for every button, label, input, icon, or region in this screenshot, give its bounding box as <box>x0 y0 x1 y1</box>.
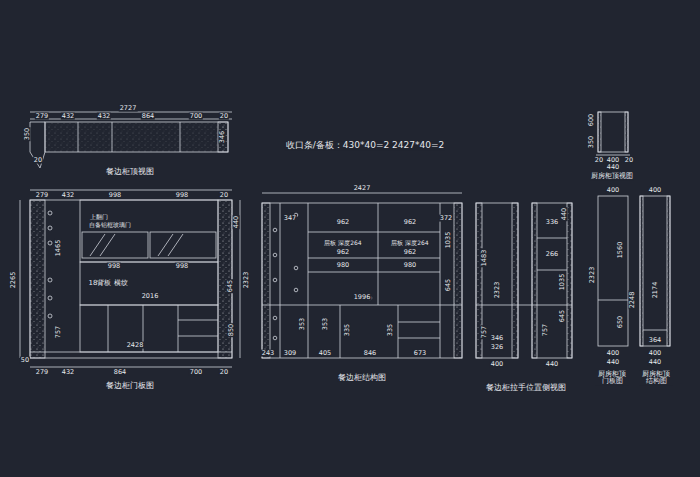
dimension-label: 600 <box>588 113 595 127</box>
dimension-label: 962 <box>403 219 417 226</box>
dimension-label: 864 <box>141 113 155 120</box>
dimension-label: 440 <box>545 361 559 368</box>
dimension-label: 400 <box>606 157 620 164</box>
note-text: 层板 深度264 <box>323 240 362 246</box>
linework <box>20 112 670 367</box>
dimension-label: 998 <box>107 263 121 270</box>
note-text: 18背板 横纹 <box>87 280 128 287</box>
dimension-label: 962 <box>403 249 417 256</box>
dimension-label: 846 <box>363 350 377 357</box>
dimension-label: 400 <box>648 350 662 357</box>
dimension-label: 400 <box>606 350 620 357</box>
dimension-label: 864 <box>113 369 127 376</box>
dimension-label: 2427 <box>353 185 372 192</box>
view-title: 餐边柜结构图 <box>337 374 387 382</box>
dimension-label: 266 <box>545 251 559 258</box>
dimension-label: 962 <box>336 249 350 256</box>
dimension-label: 998 <box>175 192 189 199</box>
dimension-label: 279 <box>35 369 49 376</box>
dimension-label: 20 <box>219 113 229 120</box>
dimension-label: 347 <box>283 215 297 222</box>
note-text: 上翻门 <box>89 214 109 220</box>
dimension-label: 1483 <box>481 249 488 268</box>
dimension-label: 400 <box>490 361 504 368</box>
note-text: 收口条/备板：430*40=2 2427*40=2 <box>285 141 445 150</box>
note-text: 层板 深度264 <box>390 240 429 246</box>
dimension-label: 998 <box>108 192 122 199</box>
dimension-label: 400 <box>648 187 662 194</box>
dimension-label: 335 <box>344 323 351 337</box>
dimension-label: 1996 <box>353 294 372 301</box>
dimension-label: 350 <box>588 135 595 149</box>
dimension-label: 645 <box>227 279 234 293</box>
dimension-label: 279 <box>35 192 49 199</box>
dimension-label: 650 <box>617 315 624 329</box>
dimension-label: 2248 <box>629 291 636 310</box>
dimension-label: 353 <box>299 317 306 331</box>
dimension-label: 20 <box>594 157 604 164</box>
dimension-label: 309 <box>283 350 297 357</box>
dimension-label: 50 <box>20 357 30 364</box>
dimension-label: 673 <box>413 350 427 357</box>
dimension-label: 980 <box>403 262 417 269</box>
dimension-label: 645 <box>559 309 566 323</box>
dimension-label: 350 <box>24 127 31 141</box>
dimension-label: 432 <box>61 192 75 199</box>
dimension-label: 405 <box>318 350 332 357</box>
dimension-label: 440 <box>233 215 240 229</box>
dimension-label: 326 <box>490 344 504 351</box>
dimension-label: 2323 <box>589 266 596 285</box>
view-title: 餐边柜拉手位置侧视图 <box>485 384 567 392</box>
dimension-label: 20 <box>624 157 634 164</box>
dimension-label: 1560 <box>617 241 624 260</box>
dimension-label: 432 <box>61 369 75 376</box>
dimension-label: 757 <box>542 323 549 337</box>
view-title: 厨房柜顶门板图 <box>595 371 629 386</box>
dimension-label: 440 <box>561 207 568 221</box>
dimension-label: 2323 <box>243 271 250 290</box>
dimension-label: 400 <box>606 187 620 194</box>
dimension-label: 346 <box>219 130 226 144</box>
view-title: 厨房柜顶视图 <box>590 173 634 180</box>
dimension-label: 432 <box>97 113 111 120</box>
dimension-label: 243 <box>261 350 275 357</box>
dimension-label: 279 <box>35 113 49 120</box>
dimension-label: 1035 <box>559 273 566 292</box>
dimension-label: 700 <box>189 369 203 376</box>
dimension-label: 335 <box>387 323 394 337</box>
dimension-label: 757 <box>55 325 62 339</box>
dimension-label: 20 <box>33 157 43 164</box>
dimension-label: 346 <box>490 335 504 342</box>
dimension-label: 2323 <box>494 281 501 300</box>
dimension-label: 645 <box>445 278 452 292</box>
dimension-label: 2727 <box>119 105 138 112</box>
dimension-label: 336 <box>545 219 559 226</box>
dimension-label: 353 <box>322 317 329 331</box>
dimension-label: 440 <box>606 359 620 366</box>
view-title: 餐边柜顶视图 <box>105 168 155 176</box>
dimension-label: 980 <box>336 262 350 269</box>
dimension-label: 2174 <box>652 281 659 300</box>
view-title: 厨房柜顶结构图 <box>639 371 673 386</box>
dimension-label: 700 <box>189 113 203 120</box>
dimension-label: 2016 <box>141 293 160 300</box>
dimension-label: 962 <box>336 219 350 226</box>
dimension-label: 2265 <box>10 271 17 290</box>
dimension-label: 432 <box>61 113 75 120</box>
dimension-label: 440 <box>606 164 620 171</box>
dimension-label: 20 <box>219 369 229 376</box>
dimension-label: 372 <box>439 215 453 222</box>
dimension-label: 440 <box>648 359 662 366</box>
note-text: 自备铝框玻璃门 <box>88 222 132 228</box>
view-title: 餐边柜门板图 <box>105 382 155 390</box>
dimension-label: 1035 <box>445 231 452 250</box>
dimension-label: 1465 <box>55 239 62 258</box>
dimension-label: 20 <box>219 192 229 199</box>
dimension-label: 364 <box>648 337 662 344</box>
dimension-label: 998 <box>175 263 189 270</box>
dimension-label: 757 <box>481 325 488 339</box>
dimension-label: 850 <box>228 323 235 337</box>
dimension-label: 2428 <box>126 342 145 349</box>
